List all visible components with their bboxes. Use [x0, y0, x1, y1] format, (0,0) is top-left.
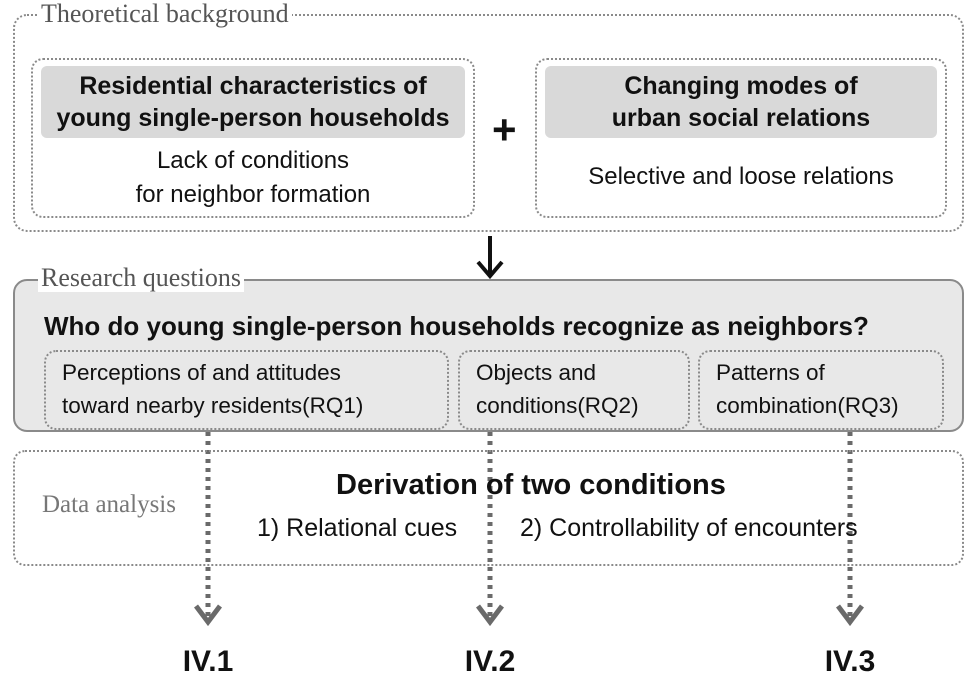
theoretical-background-label: Theoretical background — [38, 0, 292, 28]
dotted-arrow-shafts — [205, 432, 853, 616]
main-research-question: Who do young single-person households re… — [44, 311, 869, 341]
urban-social-relations-box: Changing modes of urban social relations… — [535, 58, 947, 218]
residential-characteristics-title: Residential characteristics of young sin… — [41, 66, 465, 138]
outcome-iv1: IV.1 — [182, 645, 234, 678]
selective-relations-text: Selective and loose relations — [588, 163, 894, 190]
outcome-iv3: IV.3 — [824, 645, 876, 678]
research-questions-label: Research questions — [38, 264, 245, 292]
controllability-text: 2) Controllability of encounters — [520, 514, 858, 542]
data-analysis-label: Data analysis — [42, 491, 176, 518]
data-analysis-section — [13, 450, 964, 566]
relational-cues-text: 1) Relational cues — [257, 514, 458, 542]
lack-of-conditions-text: Lack of conditions for neighbor formatio… — [135, 147, 371, 208]
solid-arrow-head — [476, 260, 504, 280]
theoretical-background-section — [13, 14, 964, 232]
plus-sign: + — [492, 106, 517, 153]
residential-characteristics-box: Residential characteristics of young sin… — [31, 58, 475, 218]
rq2-box: Objects and conditions(RQ2) — [458, 350, 690, 430]
urban-social-relations-title: Changing modes of urban social relations — [545, 66, 937, 138]
research-questions-section — [13, 279, 964, 432]
rq3-box: Patterns of combination(RQ3) — [698, 350, 944, 430]
rq1-box: Perceptions of and attitudes toward near… — [44, 350, 449, 430]
dotted-arrow-heads — [194, 604, 864, 627]
derivation-title: Derivation of two conditions — [336, 469, 726, 501]
outcome-iv2: IV.2 — [464, 645, 516, 678]
